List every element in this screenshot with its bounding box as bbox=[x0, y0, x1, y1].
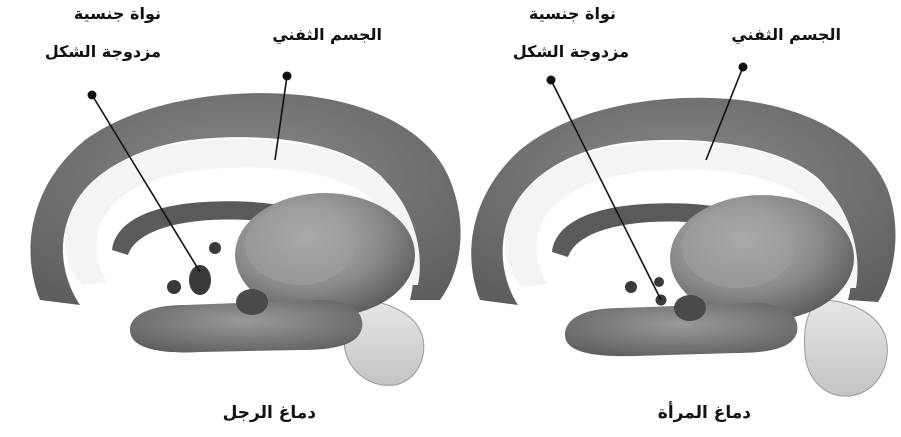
female-corpus-pointer-dot bbox=[739, 63, 748, 72]
female-nucleus-label-line2: مزدوجة الشكل bbox=[513, 44, 629, 60]
male-thalamus-highlight bbox=[245, 205, 355, 285]
female-thalamus-highlight bbox=[682, 208, 794, 288]
female-nucleus-label-line1: نواة جنسية bbox=[529, 6, 616, 22]
male-pituitary bbox=[236, 289, 268, 315]
female-brain-caption: دماغ المرأة bbox=[658, 405, 751, 422]
female-nucleus-pointer-dot bbox=[547, 76, 556, 85]
male-nucleus-small-a bbox=[167, 280, 181, 294]
female-brain-panel bbox=[471, 63, 895, 397]
female-nucleus-b bbox=[654, 277, 664, 287]
male-brain-caption: دماغ الرجل bbox=[223, 405, 316, 422]
male-brain-panel bbox=[30, 72, 460, 386]
female-nucleus-a bbox=[625, 281, 637, 293]
male-corpus-pointer-dot bbox=[283, 72, 292, 81]
female-corpus-callosum-label: الجسم الثفني bbox=[731, 27, 841, 43]
female-brainstem bbox=[804, 300, 887, 396]
male-nucleus-label-line1: نواة جنسية bbox=[74, 6, 161, 22]
male-nucleus-large bbox=[189, 265, 211, 295]
male-nucleus-pointer-dot bbox=[88, 91, 97, 100]
female-pituitary bbox=[674, 295, 706, 321]
male-nucleus-label-line2: مزدوجة الشكل bbox=[45, 44, 161, 60]
male-nucleus-small-b bbox=[209, 242, 221, 254]
male-corpus-callosum-label: الجسم الثفني bbox=[272, 27, 382, 43]
